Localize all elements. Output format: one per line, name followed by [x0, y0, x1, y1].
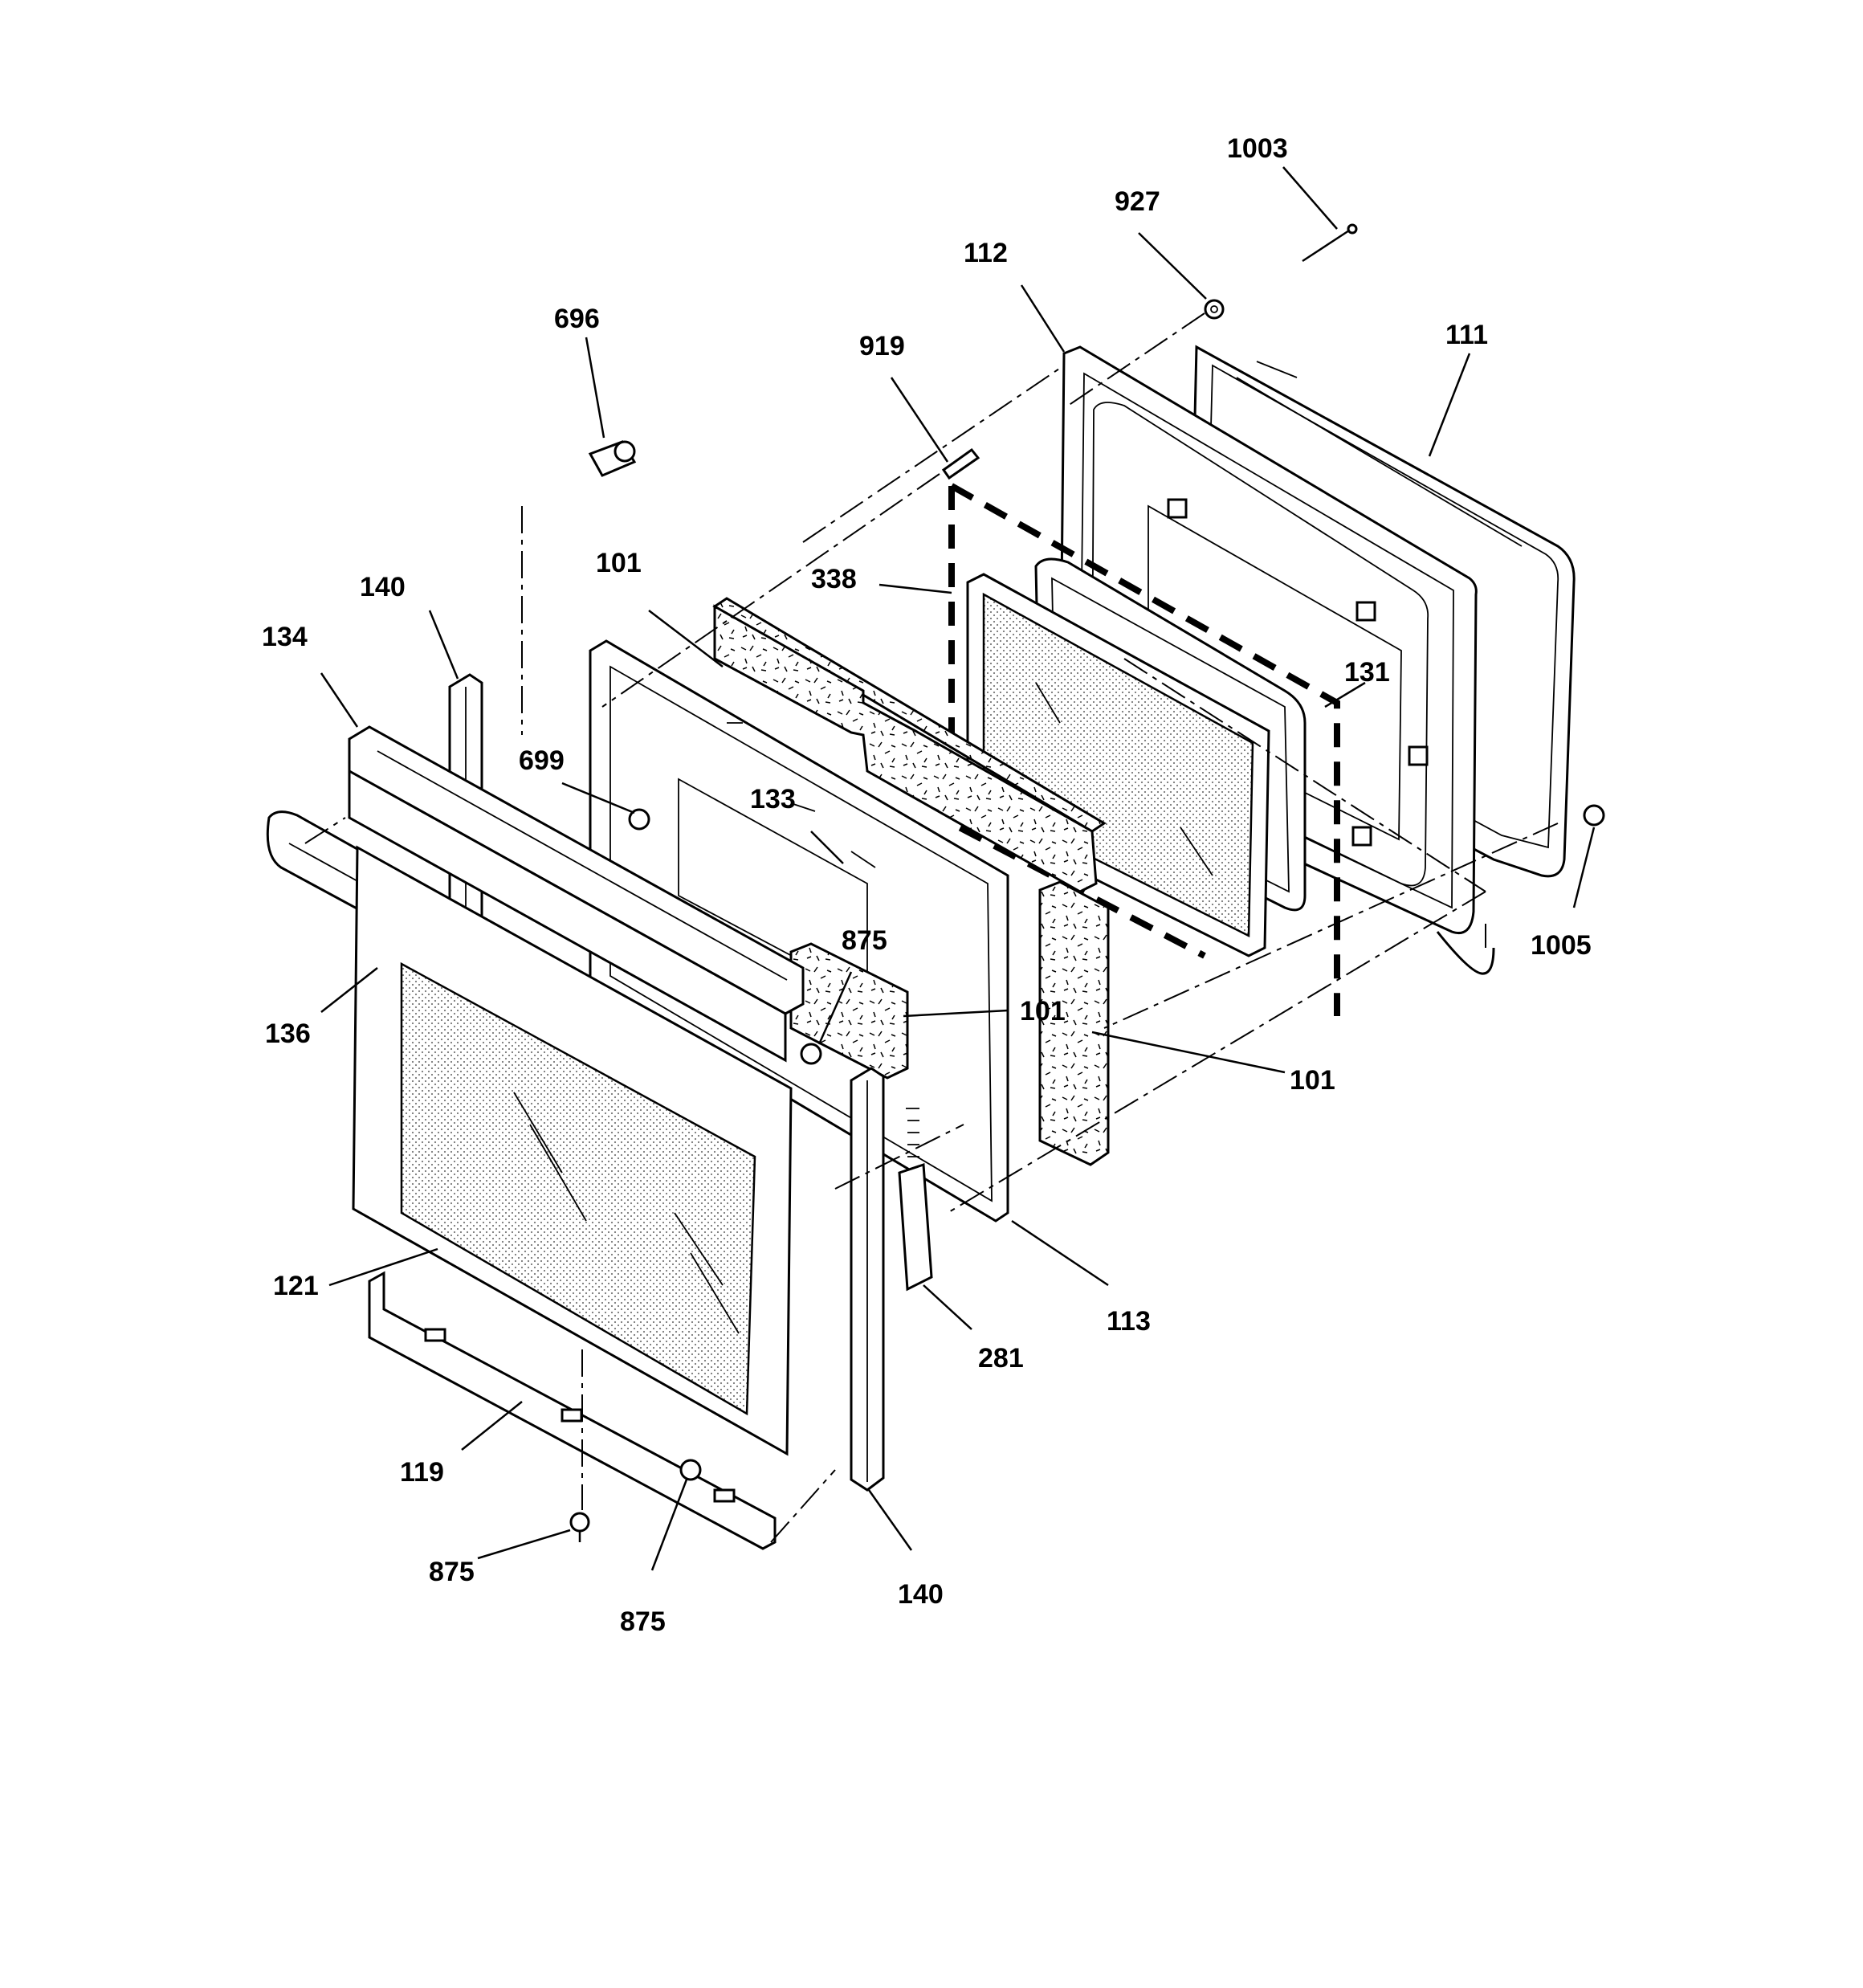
label-338: 338 — [811, 564, 857, 594]
pin-919-icon — [941, 447, 980, 480]
label-134: 134 — [262, 622, 308, 652]
outer-door-panel-121 — [352, 845, 793, 1456]
door-hinge-281 — [898, 1108, 933, 1292]
hinge-channel-140-bottom — [850, 1067, 885, 1492]
label-133: 133 — [750, 784, 796, 814]
label-875-left: 875 — [429, 1557, 475, 1587]
label-140-top: 140 — [360, 572, 406, 602]
label-696: 696 — [554, 304, 600, 334]
insulation-101-top — [712, 597, 1107, 893]
label-131: 131 — [1344, 657, 1390, 688]
label-699: 699 — [519, 745, 565, 776]
label-875-bottom: 875 — [620, 1606, 666, 1637]
bottom-trim-119 — [368, 1271, 777, 1550]
screw-875-bottom-icon — [679, 1459, 702, 1481]
label-919: 919 — [859, 331, 905, 361]
window-pack-outline — [948, 483, 1340, 1016]
label-101-top: 101 — [596, 548, 642, 578]
label-1003: 1003 — [1227, 133, 1288, 164]
label-111: 111 — [1445, 320, 1488, 350]
insulation-101-right — [1038, 880, 1110, 1166]
washer-927-icon — [1204, 299, 1225, 320]
screw-696-icon — [588, 440, 637, 477]
label-113: 113 — [1107, 1306, 1151, 1337]
label-121: 121 — [273, 1271, 319, 1301]
vent-trim-134 — [348, 725, 805, 1063]
label-136: 136 — [265, 1018, 311, 1049]
screw-699-icon — [628, 808, 650, 831]
assembly-lines — [304, 312, 1559, 1543]
part-labels: 1003 927 112 111 696 919 140 101 338 134… — [262, 133, 1592, 1637]
screw-1003-icon — [1302, 223, 1358, 263]
screw-875-top-icon — [800, 1043, 822, 1065]
label-119: 119 — [400, 1457, 444, 1488]
label-140-bottom: 140 — [898, 1579, 944, 1610]
label-281: 281 — [978, 1343, 1024, 1374]
leader-lines — [320, 166, 1596, 1571]
label-112: 112 — [964, 238, 1008, 268]
insulation-101-mid — [789, 942, 909, 1080]
screw-1005-icon — [1583, 804, 1605, 827]
label-101-right: 101 — [1290, 1065, 1335, 1096]
screw-875-left-icon — [569, 1512, 590, 1542]
label-101-mid: 101 — [1020, 996, 1066, 1027]
label-1005: 1005 — [1531, 930, 1592, 961]
label-875-top: 875 — [842, 925, 887, 956]
label-927: 927 — [1115, 186, 1160, 217]
